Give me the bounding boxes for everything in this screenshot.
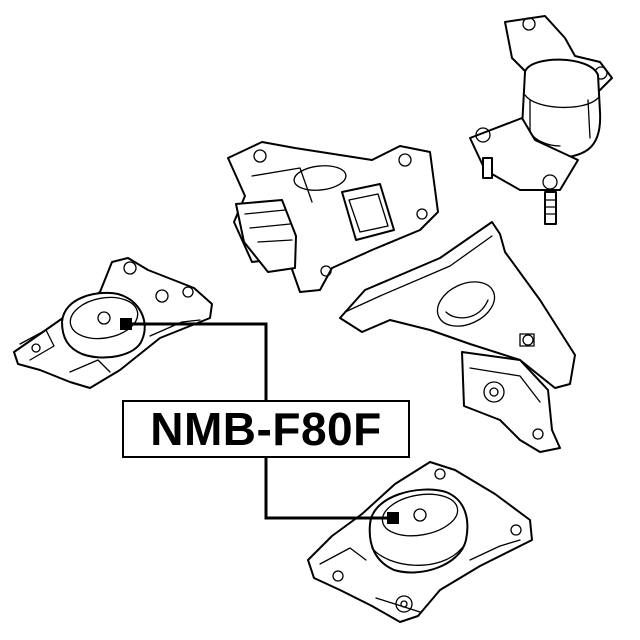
right-hydraulic-mount [469, 15, 613, 225]
rear-engine-mount [307, 461, 533, 623]
front-mount-bracket [227, 141, 439, 293]
leader-marker-bottom [387, 512, 399, 524]
leader-marker-top [120, 318, 132, 330]
part-number-text: NMB-F80F [150, 403, 382, 455]
part-number-label: NMB-F80F [122, 400, 410, 458]
lower-torque-rod-bracket [339, 221, 576, 453]
leader-lines [120, 318, 399, 524]
